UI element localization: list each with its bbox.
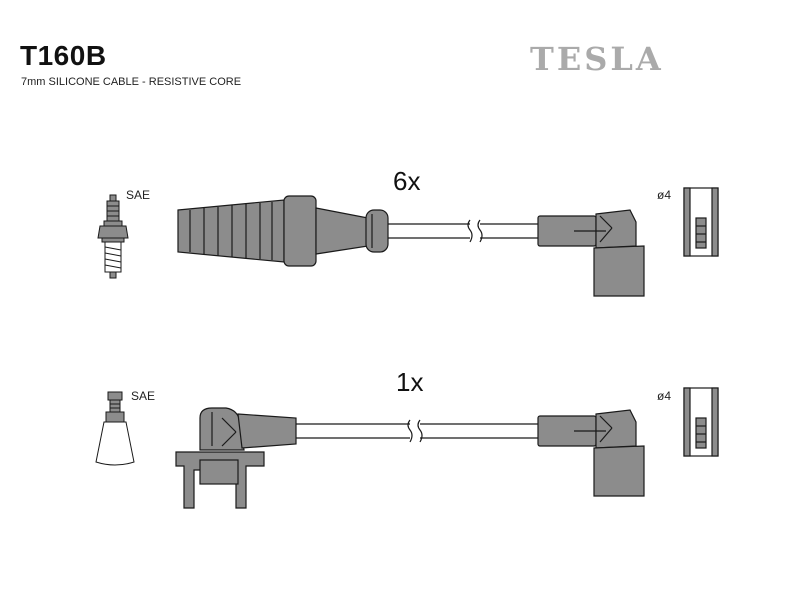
cable — [388, 219, 538, 243]
row1-terminal-label: ø4 — [657, 188, 672, 202]
angled-clip-boot — [175, 407, 297, 509]
cable — [296, 419, 538, 443]
cable-description: 7mm SILICONE CABLE - RESISTIVE CORE — [21, 76, 242, 88]
row1-plug-label: SAE — [126, 188, 151, 202]
straight-boot — [177, 195, 389, 267]
row1-quantity: 6x — [393, 166, 421, 196]
row2-plug-label: SAE — [131, 389, 156, 403]
spark-plug-cap-icon — [95, 391, 135, 466]
terminal-icon — [683, 387, 719, 457]
angled-boot — [537, 409, 645, 497]
row2-terminal-label: ø4 — [657, 389, 672, 403]
brand-logo: TESLA — [530, 40, 664, 78]
row2-quantity: 1x — [396, 367, 424, 397]
angled-boot — [537, 209, 645, 297]
spark-plug-icon — [97, 194, 129, 279]
part-code: T160B — [20, 40, 107, 71]
terminal-icon — [683, 187, 719, 257]
